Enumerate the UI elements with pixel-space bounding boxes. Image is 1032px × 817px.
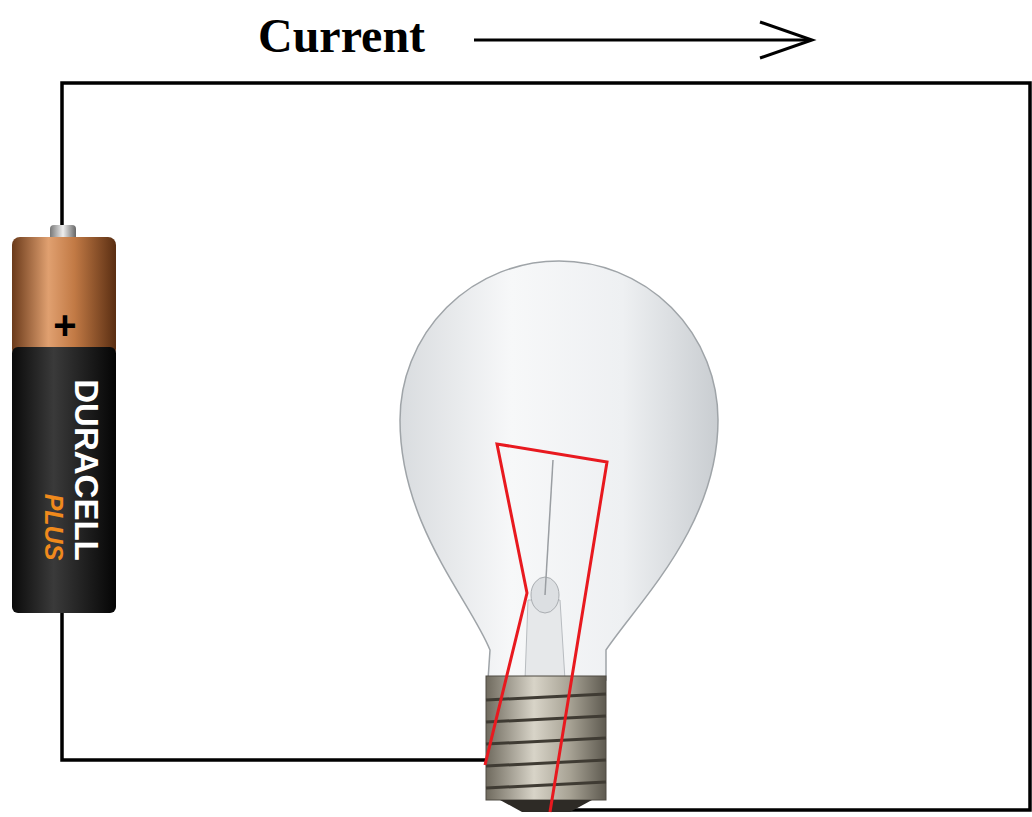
bulb-base <box>486 676 606 800</box>
arrow-head <box>760 22 812 58</box>
wire <box>62 612 487 760</box>
arrow-shaft <box>474 39 810 42</box>
polarity-mark: + <box>53 305 76 345</box>
brand-text: PLUS <box>41 494 66 561</box>
battery: + DURACELLPLUS <box>10 225 118 615</box>
wire <box>62 83 1030 810</box>
wire <box>62 83 1030 810</box>
base-threads <box>486 694 606 788</box>
filament-line <box>485 444 607 812</box>
brand-text: DURACELL <box>70 379 103 560</box>
base-contact <box>500 800 592 812</box>
support-wire <box>545 460 553 595</box>
battery-body <box>12 347 116 613</box>
battery-cap <box>12 237 116 357</box>
current-label: Current <box>258 12 425 60</box>
filament-path <box>485 444 607 812</box>
bulb-glass <box>400 261 718 680</box>
current-arrow <box>474 22 812 58</box>
